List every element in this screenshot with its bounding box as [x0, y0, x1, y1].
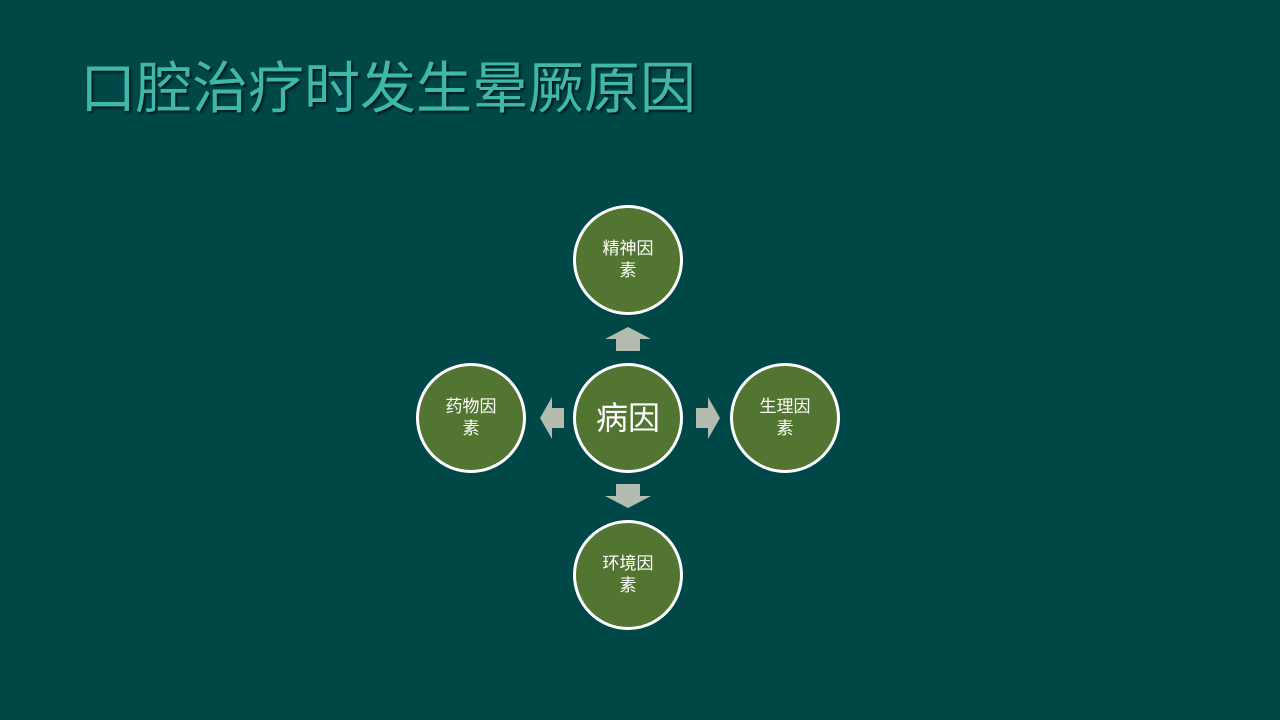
node-center-label: 病因 [595, 399, 660, 437]
node-physiological-factors: 生理因素 [730, 363, 840, 473]
node-drug-factors: 药物因素 [416, 363, 526, 473]
node-left-label: 药物因素 [445, 397, 497, 439]
node-environmental-factors: 环境因素 [573, 520, 683, 630]
node-psychological-factors: 精神因素 [573, 205, 683, 315]
node-top-label: 精神因素 [602, 239, 654, 281]
arrow-left-icon [540, 397, 564, 439]
node-bottom-label: 环境因素 [602, 554, 654, 596]
node-right-label: 生理因素 [759, 397, 811, 439]
slide-title: 口腔治疗时发生晕厥原因 [80, 57, 696, 122]
arrow-down-icon [605, 484, 651, 508]
arrow-up-icon [605, 327, 651, 351]
arrow-right-icon [696, 397, 720, 439]
node-center-cause: 病因 [573, 363, 683, 473]
